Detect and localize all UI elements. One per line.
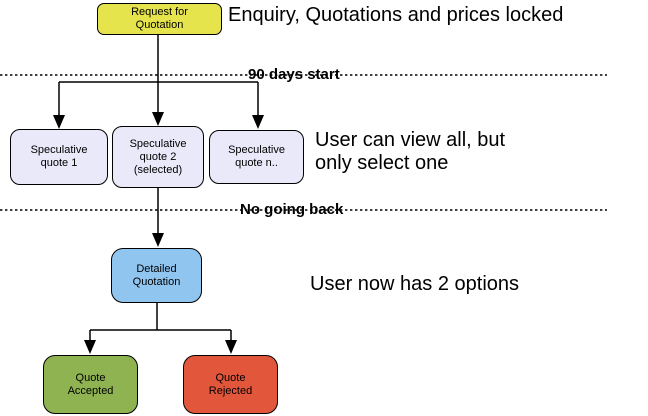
phase-label-90-days-start: 90 days start — [248, 66, 340, 83]
node-detailed-quotation: Detailed Quotation — [111, 248, 202, 303]
node-speculative-quote-1: Speculative quote 1 — [10, 129, 108, 185]
arrowhead-detailed — [152, 233, 164, 247]
node-speculative-quote-2-selected: Speculative quote 2 (selected) — [112, 126, 204, 188]
node-speculative-quote-n: Speculative quote n.. — [209, 130, 304, 184]
arrowhead-rejected — [225, 340, 237, 354]
annotation-enquiry-note: Enquiry, Quotations and prices locked — [228, 4, 564, 26]
arrowhead-spec1 — [53, 115, 65, 129]
annotation-view-note: User can view all, but only select one — [315, 129, 506, 174]
arrowhead-spec3 — [252, 115, 264, 129]
annotation-options-note: User now has 2 options — [310, 273, 520, 295]
node-quote-rejected: Quote Rejected — [183, 355, 278, 414]
phase-label-no-going-back: No going back — [240, 201, 344, 218]
arrowhead-spec2 — [152, 112, 164, 126]
node-request-for-quotation: Request for Quotation — [97, 3, 222, 35]
node-quote-accepted: Quote Accepted — [43, 355, 138, 414]
arrowhead-accepted — [84, 340, 96, 354]
